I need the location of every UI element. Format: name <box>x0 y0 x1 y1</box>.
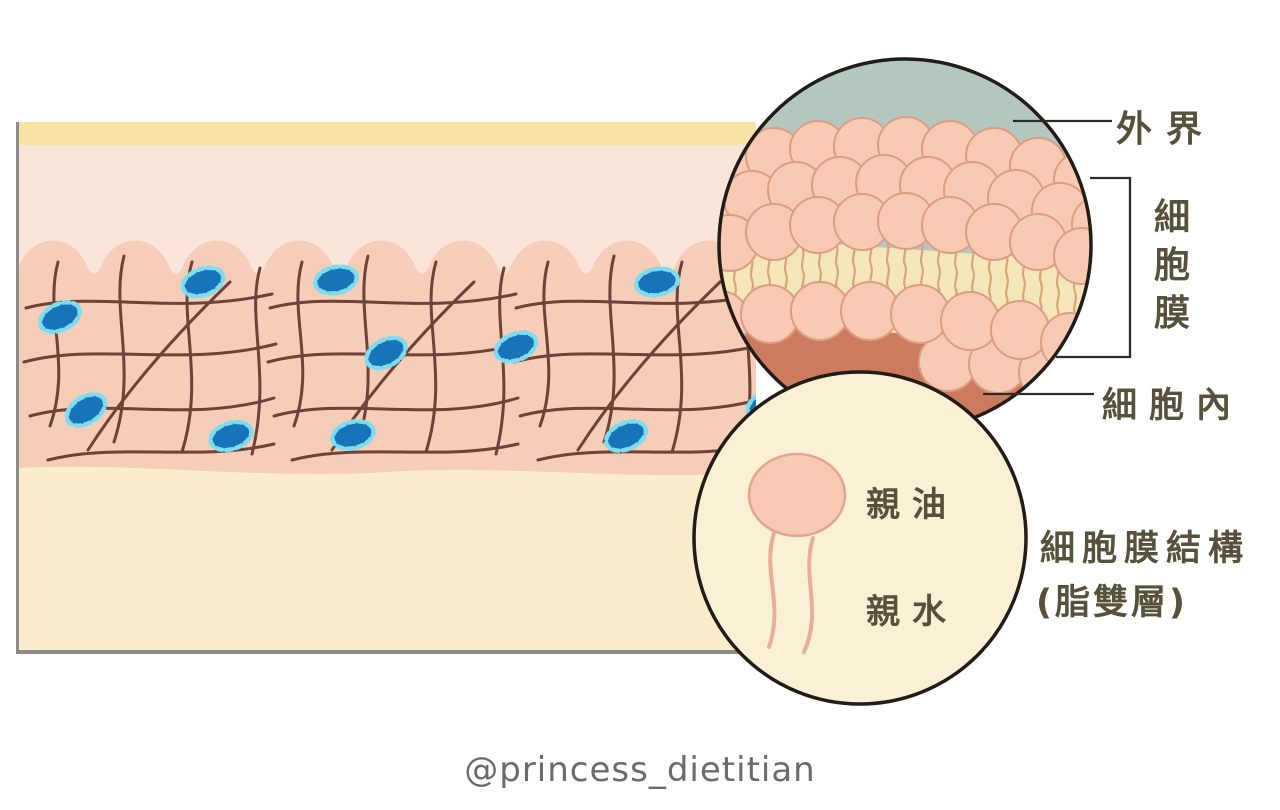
phospholipid-tail <box>767 531 777 649</box>
outside-label: 外界 <box>1116 109 1217 150</box>
phospholipid-tail <box>802 536 815 654</box>
panel-bottom-border <box>16 650 756 654</box>
blue-particle <box>180 265 226 299</box>
surface-film-layer <box>19 122 756 145</box>
blue-particle <box>208 419 254 453</box>
blue-particle <box>64 392 108 428</box>
blue-particle <box>493 330 539 364</box>
blue-particle <box>37 299 83 335</box>
membrane-label-char: 膜 <box>1153 293 1190 334</box>
blue-particle <box>364 335 408 371</box>
watermark: @princess_dietitian <box>464 750 816 790</box>
membrane-label: 細 胞 膜 <box>1150 194 1194 338</box>
phospholipid-zoom-circle <box>692 370 1028 706</box>
skin-cross-section-panel <box>16 122 756 654</box>
structure-caption-line1: 細胞膜結構 <box>1040 529 1251 569</box>
blue-particle <box>633 266 681 298</box>
membrane-label-char: 細 <box>1153 197 1190 238</box>
inside-label: 細胞內 <box>1102 386 1244 426</box>
subcutis-layer <box>19 458 756 650</box>
blue-particles <box>37 264 756 453</box>
phospholipid-molecule <box>747 452 847 654</box>
membrane-label-char: 胞 <box>1153 245 1190 286</box>
phospholipid-circle-bg <box>692 370 1028 706</box>
structure-caption-line2: (脂雙層) <box>1036 583 1188 623</box>
panel-left-border <box>16 122 19 654</box>
blue-particle <box>313 264 359 296</box>
lipophilic-label: 親油 <box>866 485 958 525</box>
phospholipid-head <box>747 452 847 538</box>
hydrophilic-label: 親水 <box>866 592 958 632</box>
blue-particle <box>330 419 376 451</box>
blue-particle <box>603 419 649 453</box>
blue-particle <box>745 388 756 422</box>
